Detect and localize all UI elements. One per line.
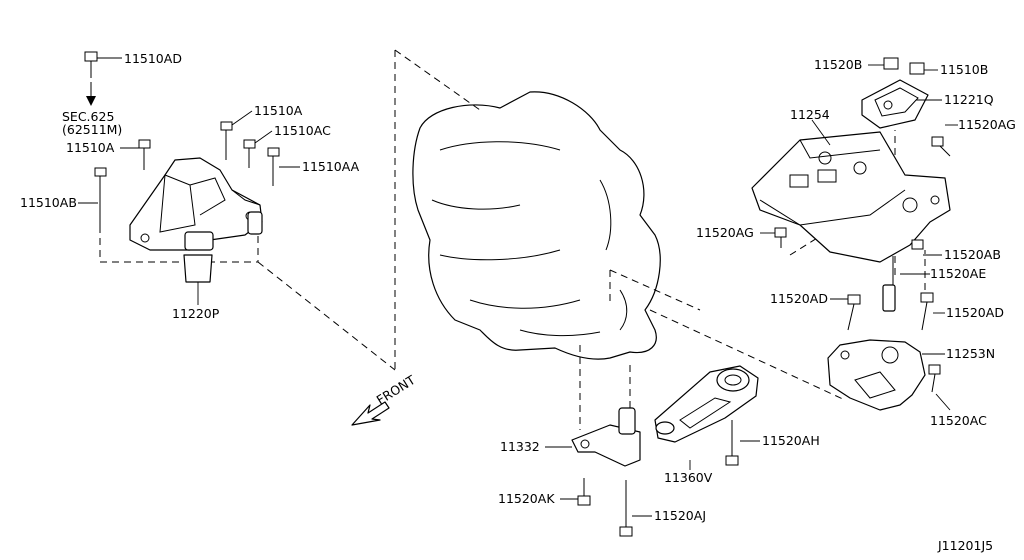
callout-11510AC: 11510AC [274, 123, 331, 138]
callout-11510AA: 11510AA [302, 159, 360, 174]
torque-rod-11360V [654, 365, 759, 443]
callout-11520AH: 11520AH [762, 433, 820, 448]
lower-mount-11253N [827, 284, 926, 411]
engine-block [412, 91, 661, 360]
callout-11332: 11332 [500, 439, 540, 454]
callout-11520AB: 11520AB [944, 247, 1001, 262]
leader-lines [78, 57, 958, 517]
callout-11510AD: 11510AD [124, 51, 182, 66]
callout-11220P: 11220P [172, 306, 220, 321]
callout-11520B: 11520B [814, 57, 862, 72]
callout-labels: 11510AD SEC.625 (62511M) 11510A 11510AC … [20, 51, 1016, 553]
callout-11510A-left: 11510A [66, 140, 115, 155]
callout-11221Q: 11221Q [944, 92, 994, 107]
callout-11520AG-top: 11520AG [958, 117, 1016, 132]
callout-11360V: 11360V [664, 470, 713, 485]
callout-11520AE: 11520AE [930, 266, 986, 281]
section-ref-line2: (62511M) [62, 122, 122, 137]
callout-11520AK: 11520AK [498, 491, 555, 506]
callout-11520AC: 11520AC [930, 413, 987, 428]
callout-11520AG-left: 11520AG [696, 225, 754, 240]
left-engine-mount-11220P [129, 157, 263, 283]
right-mount-bracket-11254 [751, 131, 951, 263]
front-label: FRONT [374, 372, 418, 408]
bracket-11332 [571, 407, 641, 467]
callout-11510AB: 11510AB [20, 195, 77, 210]
callout-11510A-top: 11510A [254, 103, 303, 118]
callout-11254: 11254 [790, 107, 830, 122]
front-direction-arrow: FRONT [351, 372, 418, 426]
bolts [84, 51, 951, 537]
callout-11520AD-left: 11520AD [770, 291, 828, 306]
callout-11520AD-right: 11520AD [946, 305, 1004, 320]
callout-11253N: 11253N [946, 346, 995, 361]
mount-insulator-11221Q [861, 79, 929, 129]
callout-11510B: 11510B [940, 62, 988, 77]
section-ref-line1: SEC.625 [62, 109, 114, 124]
callout-11520AJ: 11520AJ [654, 508, 706, 523]
diagram-code: J11201J5 [937, 538, 993, 553]
